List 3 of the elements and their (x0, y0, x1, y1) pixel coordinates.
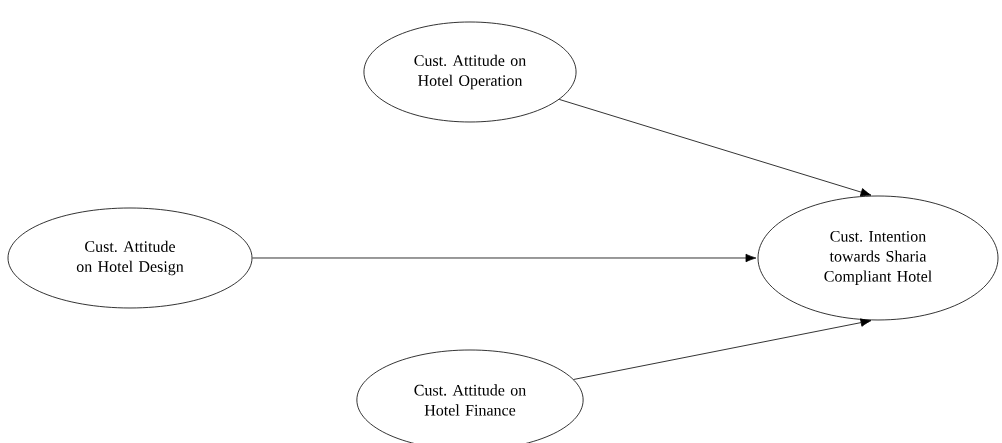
arrow (573, 318, 872, 380)
arrow (252, 253, 757, 263)
arrow (558, 99, 872, 197)
